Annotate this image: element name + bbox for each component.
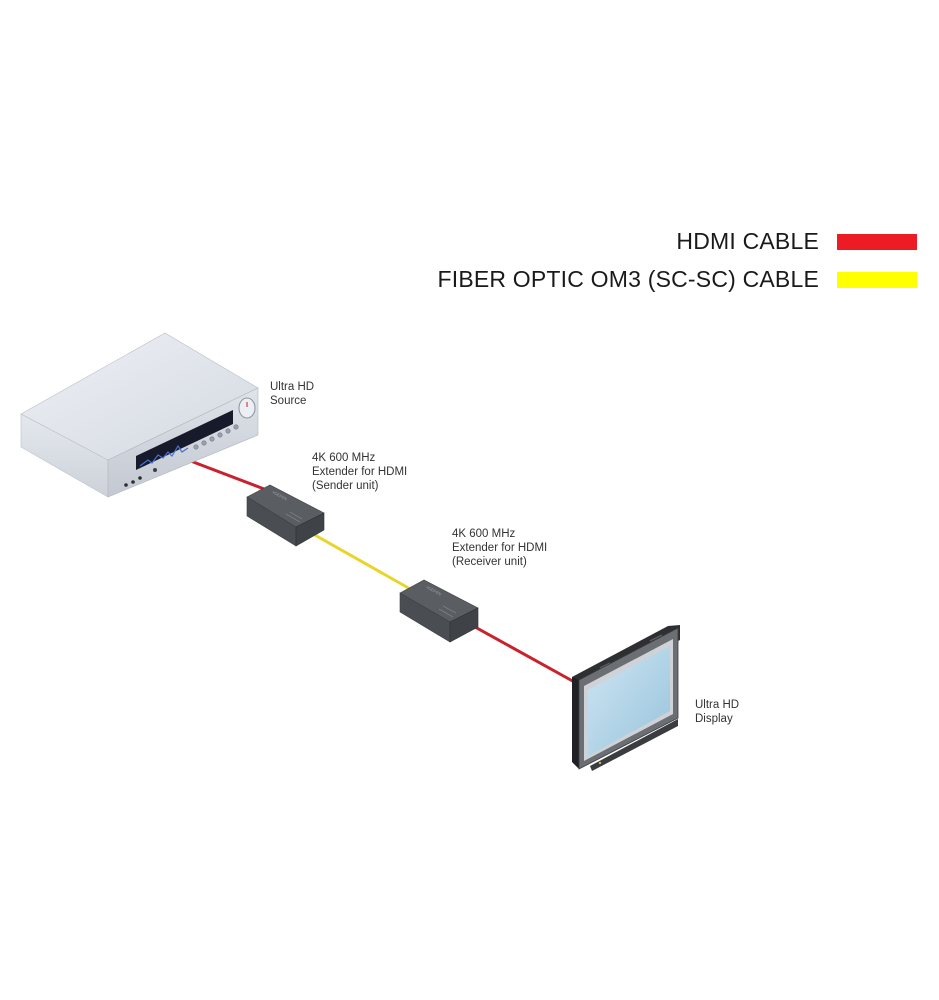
- legend-swatch-hdmi: [837, 233, 917, 250]
- fiber-cable-sender-to-receiver: [305, 528, 413, 592]
- legend-item-hdmi: HDMI CABLE: [676, 228, 917, 255]
- sender-label-line1: 4K 600 MHz: [312, 452, 376, 464]
- sender-extender-icon: ≡GEFEN: [246, 484, 325, 547]
- hdmi-cable-source-to-sender: [187, 458, 273, 494]
- source-label-line1: Ultra HD: [270, 381, 315, 393]
- legend-swatch-fiber: [837, 271, 917, 288]
- display-label: Ultra HD Display: [695, 698, 739, 726]
- source-label-line2: Source: [270, 395, 307, 407]
- receiver-label-line1: 4K 600 MHz: [452, 528, 516, 540]
- legend-label-fiber: FIBER OPTIC OM3 (SC-SC) CABLE: [437, 266, 819, 292]
- receiver-label: 4K 600 MHz Extender for HDMI (Receiver u…: [452, 527, 547, 569]
- sender-label: 4K 600 MHz Extender for HDMI (Sender uni…: [312, 451, 407, 493]
- legend-item-fiber: FIBER OPTIC OM3 (SC-SC) CABLE: [437, 266, 917, 293]
- sender-label-line2: Extender for HDMI: [312, 466, 408, 478]
- display-label-line1: Ultra HD: [695, 699, 740, 711]
- media-player-icon: [20, 332, 259, 498]
- receiver-extender-icon: ≡GEFEN: [399, 579, 479, 643]
- receiver-label-line3: (Receiver unit): [452, 556, 527, 568]
- hdmi-cable-receiver-to-display: [465, 620, 579, 686]
- display-label-line2: Display: [695, 713, 733, 725]
- sender-label-line3: (Sender unit): [312, 480, 379, 492]
- legend-label-hdmi: HDMI CABLE: [676, 228, 819, 254]
- receiver-label-line2: Extender for HDMI: [452, 542, 548, 554]
- monitor-icon: [572, 625, 680, 771]
- source-label: Ultra HD Source: [270, 380, 314, 408]
